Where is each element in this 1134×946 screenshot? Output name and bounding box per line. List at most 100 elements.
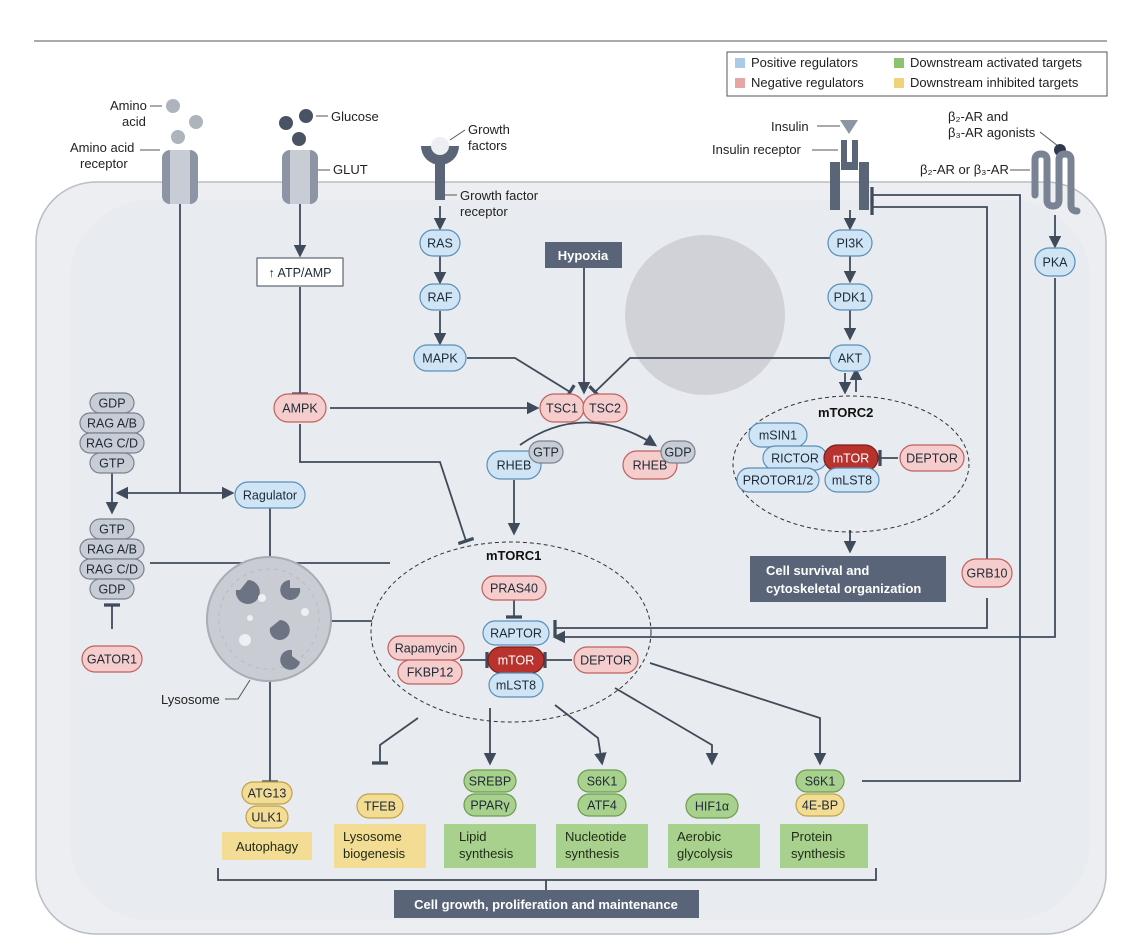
raf-node-label: RAF xyxy=(428,291,453,305)
tfeb-node-label: TFEB xyxy=(364,800,396,814)
rag-top-ragcd: RAG C/D xyxy=(79,432,145,454)
autophagy-label: Autophagy xyxy=(236,839,299,854)
rag-bottom-gdp: GDP xyxy=(89,578,135,600)
ebp-node-shape xyxy=(795,793,845,817)
growth-factor-receptor-label-1: Growth factor xyxy=(460,188,539,203)
amino-acid-label-1: Amino xyxy=(110,98,147,113)
glut-transporter xyxy=(282,150,318,204)
atf4-node-shape xyxy=(577,793,627,817)
rag-bottom-gdp-shape xyxy=(89,578,135,600)
rheb-gdp-node-label: RHEB xyxy=(633,459,668,473)
srebp-node: SREBP xyxy=(463,769,517,793)
mtorc1-deptor-label: DEPTOR xyxy=(580,654,632,668)
pka-node-label: PKA xyxy=(1042,256,1068,270)
ragulator-node: Ragulator xyxy=(234,481,306,509)
aerobic-label-1: Aerobic xyxy=(677,829,722,844)
amino-acid-molecule xyxy=(189,115,203,129)
legend-positive: Positive regulators xyxy=(751,55,858,70)
mtorc2-msin1: mSIN1 xyxy=(748,422,808,448)
rheb-gtp-node: RHEB xyxy=(486,450,542,480)
atg13-node-label: ATG13 xyxy=(248,787,287,801)
legend-negative-swatch xyxy=(735,78,745,88)
ragulator-node-label: Ragulator xyxy=(243,489,297,503)
mtorc1-mlst8-label: mLST8 xyxy=(496,679,536,693)
rag-bottom-gtp: GTP xyxy=(89,518,135,540)
grb10-node: GRB10 xyxy=(961,558,1013,588)
legend-inhibited: Downstream inhibited targets xyxy=(910,75,1079,90)
mtorc2-protor-label: PROTOR1/2 xyxy=(743,474,814,488)
b-agonists-label-1: β₂-AR and xyxy=(948,109,1008,124)
ampk-node-label: AMPK xyxy=(282,402,318,416)
lysosome-biogenesis-label-2: biogenesis xyxy=(343,846,406,861)
mtorc1-rapamycin-label: Rapamycin xyxy=(395,642,458,656)
hif1a-node-shape xyxy=(685,793,739,819)
tsc2-node-shape xyxy=(582,393,628,423)
hif1a-node-label: HIF1α xyxy=(695,800,729,814)
pi3k-node-shape xyxy=(827,229,873,257)
legend-positive-swatch xyxy=(735,58,745,68)
mtorc2-mtor-label: mTOR xyxy=(833,452,870,466)
mtorc2-complex xyxy=(732,395,970,533)
amino-acid-receptor-label-1: Amino acid xyxy=(70,140,134,155)
mtorc1-pras40-label: PRAS40 xyxy=(490,582,538,596)
ebp-node-label: 4E-BP xyxy=(802,799,838,813)
mtorc2-msin1-label: mSIN1 xyxy=(759,429,797,443)
lipid-synthesis-box: Lipid synthesis xyxy=(444,824,536,868)
ampk-node: AMPK xyxy=(273,393,327,423)
ppar-node-shape xyxy=(463,793,517,817)
s6k1-a-node-shape xyxy=(577,769,627,793)
ppar-node: PPARγ xyxy=(463,793,517,817)
mtorc1-mtor: mTOR xyxy=(487,646,545,674)
amino-acid-label-2: acid xyxy=(122,114,146,129)
hif1a-node: HIF1α xyxy=(685,793,739,819)
mtorc1-mlst8: mLST8 xyxy=(488,672,544,698)
mapk-node-label: MAPK xyxy=(422,352,458,366)
growth-label: Cell growth, proliferation and maintenan… xyxy=(414,897,678,912)
nucleotide-synthesis-box: Nucleotide synthesis xyxy=(556,824,648,868)
aerobic-label-2: glycolysis xyxy=(677,846,733,861)
survival-label-1: Cell survival and xyxy=(766,563,869,578)
tsc1-node-label: TSC1 xyxy=(546,402,578,416)
ulk1-node-shape xyxy=(245,805,289,829)
rag-top-gtp-label: GTP xyxy=(99,457,125,471)
ebp-node: 4E-BP xyxy=(795,793,845,817)
aerobic-glycolysis-box: Aerobic glycolysis xyxy=(668,824,760,868)
gator1-node-shape xyxy=(81,645,143,673)
pi3k-node: PI3K xyxy=(827,229,873,257)
s6k1-b-node-label: S6K1 xyxy=(805,775,836,789)
pdk1-node-shape xyxy=(827,283,873,311)
ulk1-node-label: ULK1 xyxy=(251,811,282,825)
legend-inhibited-swatch xyxy=(894,78,904,88)
glucose-label: Glucose xyxy=(331,109,379,124)
insulin-receptor-label: Insulin receptor xyxy=(712,142,802,157)
nucleus xyxy=(625,235,785,395)
ulk1-node: ULK1 xyxy=(245,805,289,829)
tsc2-node: TSC2 xyxy=(582,393,628,423)
pathway-connectors xyxy=(103,186,1062,890)
mtorc1-pras40-shape xyxy=(481,575,547,601)
mapk-node: MAPK xyxy=(413,344,467,372)
raf-node-shape xyxy=(419,283,461,311)
nucleotide-label-1: Nucleotide xyxy=(565,829,626,844)
srebp-node-label: SREBP xyxy=(469,775,511,789)
mtorc1-deptor-shape xyxy=(573,646,639,674)
glucose-molecule xyxy=(279,116,293,130)
glucose-molecule xyxy=(299,109,313,123)
rag-bottom-gtp-label: GTP xyxy=(99,523,125,537)
insulin-receptor xyxy=(830,140,869,210)
ras-node-label: RAS xyxy=(427,237,453,251)
protein-label-1: Protein xyxy=(791,829,832,844)
insulin-label: Insulin xyxy=(771,119,809,134)
atp-amp-box: ↑ ATP/AMP xyxy=(256,257,344,287)
s6k1-a-node-label: S6K1 xyxy=(587,775,618,789)
glucose-molecule xyxy=(292,132,306,146)
rag-bottom-ragcd-label: RAG C/D xyxy=(86,563,138,577)
mtorc1-deptor: DEPTOR xyxy=(573,646,639,674)
gtp-node: GTP xyxy=(528,440,564,464)
mtorc2-rictor-label: RICTOR xyxy=(771,452,819,466)
gdp-node-label: GDP xyxy=(664,446,691,460)
tfeb-node-shape xyxy=(356,793,404,819)
tsc2-node-label: TSC2 xyxy=(589,402,621,416)
ragulator-node-shape xyxy=(234,481,306,509)
mtorc2-mlst8-shape xyxy=(824,467,880,493)
